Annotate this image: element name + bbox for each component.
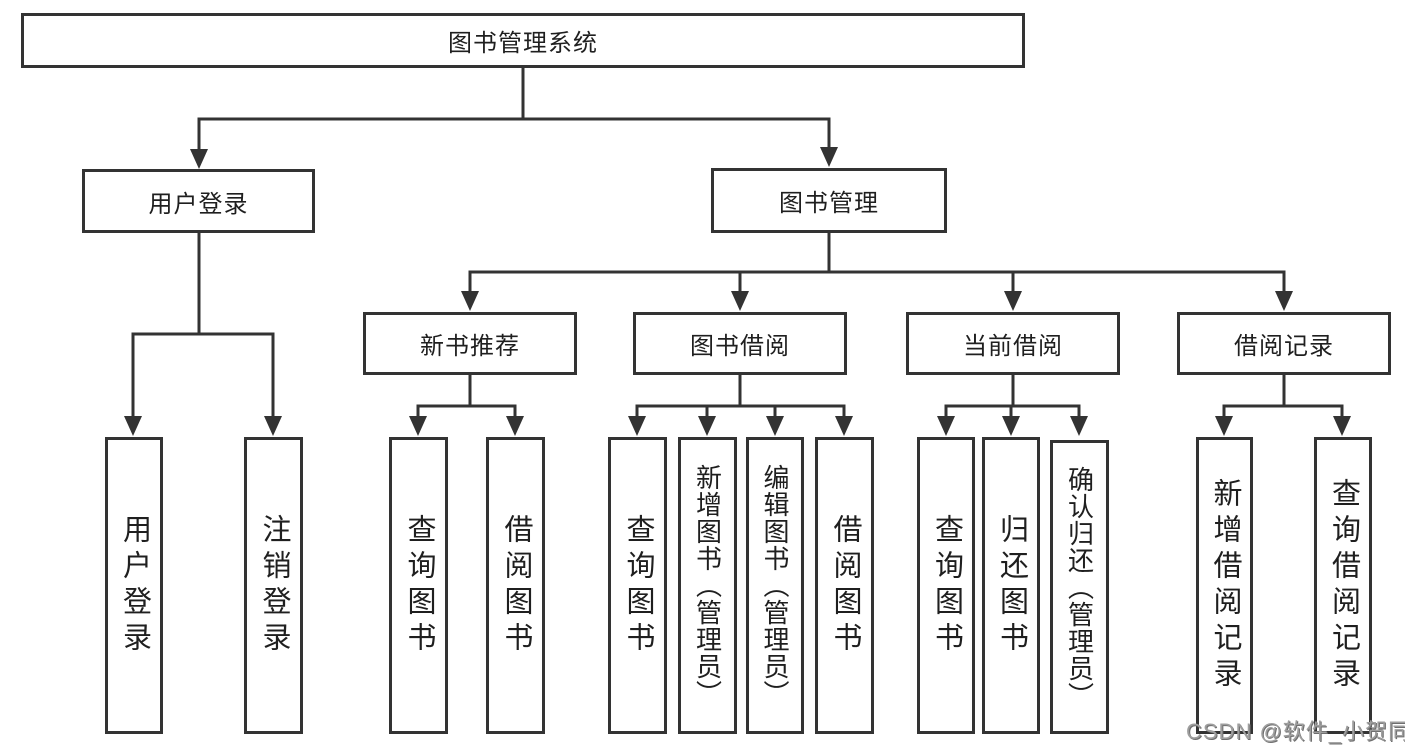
leaf-label: 用户登录 bbox=[118, 513, 151, 658]
leaf-edit-books-admin: 编辑图书（管理员） bbox=[746, 437, 804, 734]
leaf-label: 新增图书（管理员） bbox=[692, 464, 723, 707]
node-library-system: 图书管理系统 bbox=[21, 13, 1025, 68]
leaf-query-borrow-record: 查询借阅记录 bbox=[1314, 437, 1372, 734]
node-label: 用户登录 bbox=[148, 190, 249, 218]
node-new-book-recommendation: 新书推荐 bbox=[363, 312, 577, 375]
node-borrowing-records: 借阅记录 bbox=[1177, 312, 1391, 375]
leaf-logout: 注销登录 bbox=[244, 437, 303, 734]
leaf-label: 注销登录 bbox=[258, 513, 290, 658]
leaf-add-books-admin: 新增图书（管理员） bbox=[678, 437, 737, 734]
node-label: 借阅记录 bbox=[1234, 333, 1334, 360]
leaf-label: 查询借阅记录 bbox=[1327, 477, 1360, 694]
node-book-management: 图书管理 bbox=[711, 168, 947, 233]
leaf-label: 查询图书 bbox=[403, 513, 435, 658]
leaf-label: 确认归还（管理员） bbox=[1064, 465, 1095, 709]
leaf-query-books-borrow: 查询图书 bbox=[608, 437, 667, 734]
node-user-login-branch: 用户登录 bbox=[82, 169, 315, 233]
leaf-borrow-books-recommend: 借阅图书 bbox=[486, 437, 545, 734]
node-label: 图书借阅 bbox=[690, 333, 790, 360]
leaf-label: 新增借阅记录 bbox=[1209, 477, 1241, 694]
node-label: 当前借阅 bbox=[963, 333, 1063, 360]
leaf-user-login: 用户登录 bbox=[105, 437, 163, 734]
leaf-label: 查询图书 bbox=[622, 513, 654, 658]
leaf-add-borrow-record: 新增借阅记录 bbox=[1196, 437, 1253, 734]
leaf-return-books: 归还图书 bbox=[982, 437, 1040, 734]
leaf-query-books-current: 查询图书 bbox=[917, 437, 975, 734]
csdn-watermark: CSDN @软件_小贺同学 bbox=[1186, 719, 1405, 744]
leaf-label: 查询图书 bbox=[930, 513, 963, 658]
node-label: 新书推荐 bbox=[420, 333, 520, 360]
leaf-label: 归还图书 bbox=[995, 513, 1028, 658]
node-book-borrowing: 图书借阅 bbox=[633, 312, 847, 375]
leaf-confirm-return-admin: 确认归还（管理员） bbox=[1050, 440, 1109, 734]
leaf-query-books-recommend: 查询图书 bbox=[389, 437, 448, 734]
node-label: 图书管理系统 bbox=[448, 30, 598, 57]
leaf-label: 编辑图书（管理员） bbox=[760, 464, 790, 707]
node-label: 图书管理 bbox=[779, 190, 879, 217]
leaf-label: 借阅图书 bbox=[500, 513, 532, 658]
leaf-borrow-books: 借阅图书 bbox=[815, 437, 874, 734]
node-current-borrowing: 当前借阅 bbox=[906, 312, 1120, 375]
leaf-label: 借阅图书 bbox=[829, 513, 861, 658]
